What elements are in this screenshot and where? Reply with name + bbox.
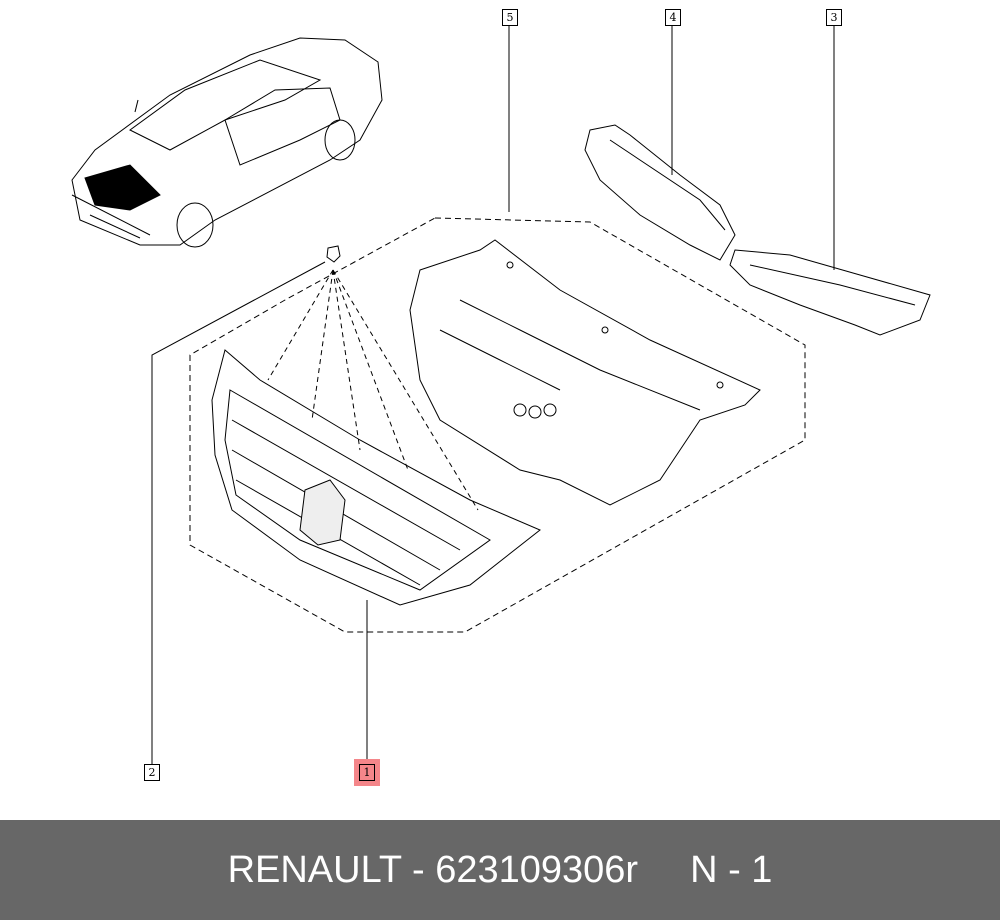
callout-1-highlighted[interactable]: 1 xyxy=(359,764,375,781)
part-info-bar: RENAULT - 623109306r N - 1 xyxy=(0,820,1000,920)
callout-3[interactable]: 3 xyxy=(826,9,842,26)
quantity-text: N - 1 xyxy=(690,848,773,891)
callout-2[interactable]: 2 xyxy=(144,764,160,781)
parts-diagram xyxy=(71,25,931,764)
clip-part-2 xyxy=(267,245,479,511)
assembly-boundary xyxy=(189,217,806,633)
callout-4[interactable]: 4 xyxy=(665,9,681,26)
cross-member-part-5 xyxy=(409,239,761,506)
leader-lines xyxy=(151,25,835,764)
bracket-part-3 xyxy=(729,249,931,336)
grille-part-1 xyxy=(211,349,541,606)
part-number-text: RENAULT - 623109306r xyxy=(227,848,639,891)
vehicle-overview xyxy=(71,37,383,248)
bracket-part-4 xyxy=(584,124,736,261)
callout-5[interactable]: 5 xyxy=(502,9,518,26)
